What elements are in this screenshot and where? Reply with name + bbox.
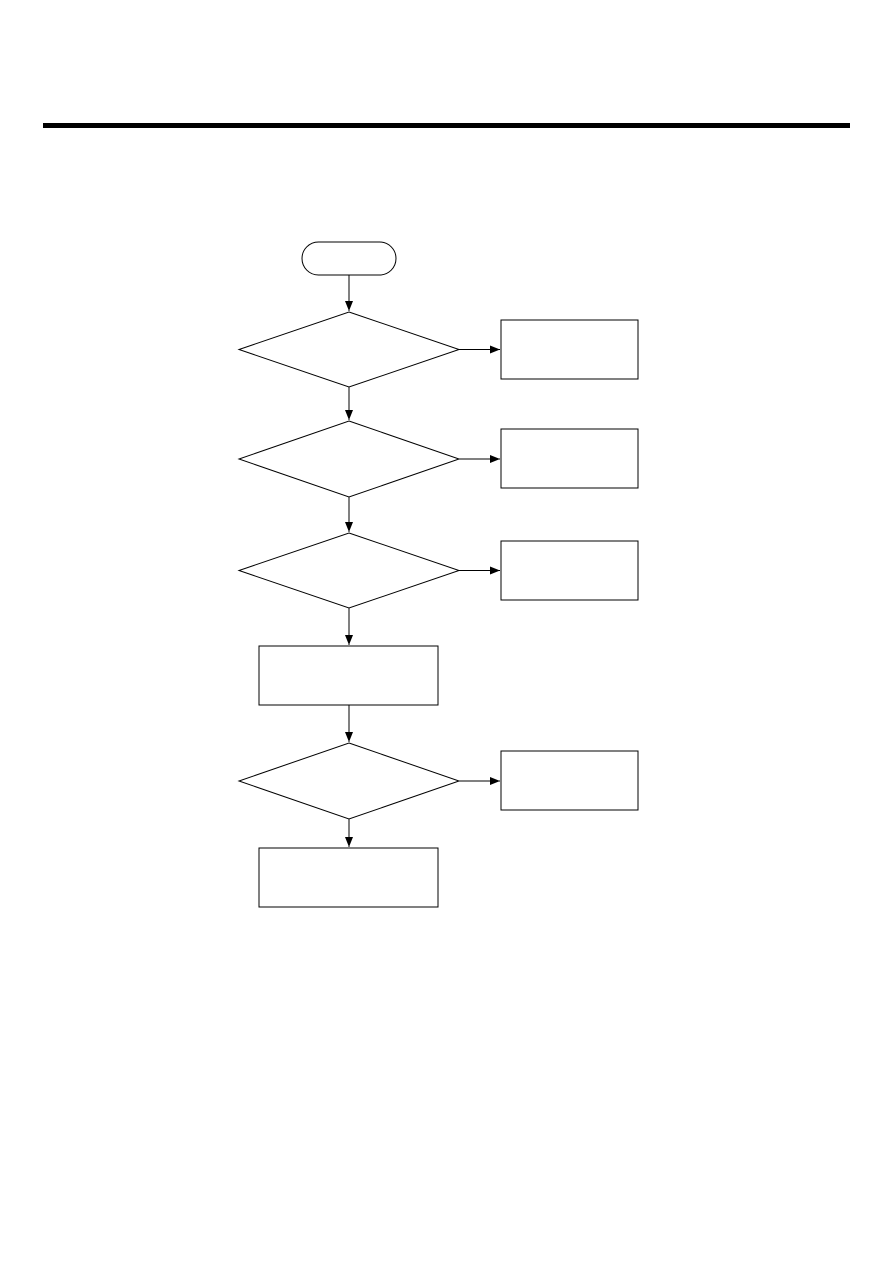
start-terminator: [301, 241, 397, 276]
decision-diamond-1: [237, 311, 461, 388]
decision-3-branch-box: [500, 540, 639, 601]
decision-4-branch-box: [500, 750, 639, 811]
header-rule: [43, 123, 850, 128]
decision-diamond-4: [237, 742, 461, 820]
decision-diamond-2: [237, 420, 461, 498]
decision-2-branch-box: [500, 428, 639, 489]
decision-1-branch-box: [500, 319, 639, 380]
decision-diamond-3: [237, 532, 461, 609]
process-box-end: [258, 847, 439, 908]
process-box-1: [258, 645, 439, 706]
